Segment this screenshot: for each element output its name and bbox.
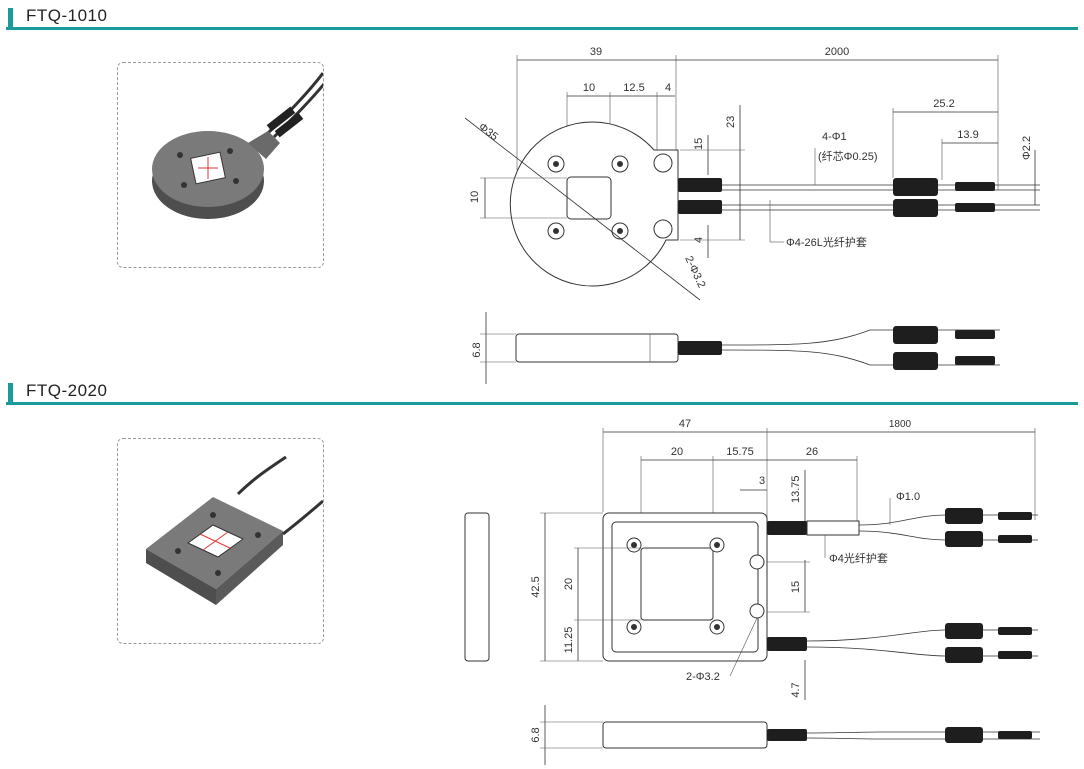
dim-cable-1800: 1800 — [889, 419, 912, 430]
dim-13-9: 13.9 — [957, 129, 978, 141]
dim-20-left: 20 — [563, 578, 575, 590]
fiber-count-label: 4-Φ1 — [822, 131, 847, 143]
section-title: FTQ-2020 — [26, 381, 108, 400]
dim-diameter-35: Φ35 — [476, 121, 500, 143]
dim-3: 3 — [759, 475, 765, 487]
holes-label: 2-Φ3.2 — [682, 254, 707, 290]
dim-23: 23 — [725, 116, 737, 128]
dim-cable-2000: 2000 — [825, 46, 849, 58]
product-photo-ftq-1010 — [117, 62, 324, 268]
dim-11-25: 11.25 — [563, 627, 575, 654]
sleeve-label: Φ4光纤护套 — [829, 551, 888, 565]
dim-height-10: 10 — [469, 191, 481, 203]
dim-width-39: 39 — [590, 46, 602, 58]
dim-10: 10 — [583, 82, 595, 94]
dim-12-5: 12.5 — [623, 82, 644, 94]
fiber-core-label: (纤芯Φ0.25) — [818, 149, 878, 163]
dim-15: 15 — [693, 138, 705, 150]
section-marker — [8, 8, 13, 28]
dim-4-bottom: 4 — [693, 237, 705, 243]
dim-diameter-2-2: Φ2.2 — [1021, 136, 1033, 160]
dim-width-47: 47 — [679, 418, 691, 430]
dim-4-7: 4.7 — [790, 682, 802, 697]
product-photo-ftq-2020 — [117, 438, 324, 644]
product-render-square — [146, 455, 323, 605]
holes-label: 2-Φ3.2 — [686, 671, 720, 683]
section-marker — [8, 383, 13, 403]
fiber-diameter-label: Φ1.0 — [896, 491, 920, 503]
section-title: FTQ-1010 — [26, 6, 108, 25]
section-divider — [6, 402, 1078, 405]
sleeve-label: Φ4-26L光纤护套 — [786, 235, 867, 249]
dim-42-5: 42.5 — [530, 576, 542, 597]
dim-13-75: 13.75 — [790, 475, 802, 503]
product-render-round — [152, 72, 323, 219]
dim-20-top: 20 — [671, 446, 683, 458]
dim-15-right: 15 — [790, 581, 802, 593]
dim-thickness: 6.8 — [471, 342, 483, 357]
dim-15-75: 15.75 — [726, 446, 754, 458]
dim-25-2: 25.2 — [933, 98, 954, 110]
dim-thickness: 6.8 — [530, 727, 542, 742]
dim-4-top: 4 — [665, 82, 671, 94]
section-divider — [6, 27, 1078, 30]
dim-26: 26 — [806, 446, 818, 458]
